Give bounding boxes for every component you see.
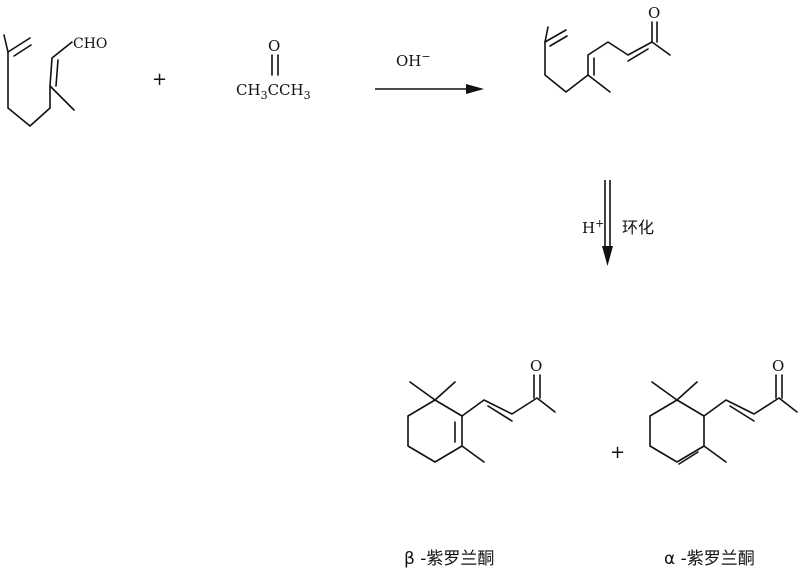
alpha-ionone-name: α -紫罗兰酮 [664, 549, 755, 569]
reaction-arrow-2 [602, 180, 613, 266]
step2-reagent: H+ [582, 217, 604, 237]
beta-ionone-oxygen: O [530, 357, 542, 375]
alpha-ionone-oxygen: O [772, 357, 784, 375]
pseudoionone-oxygen: O [648, 4, 660, 22]
step2-condition: 环化 [622, 218, 654, 237]
pseudoionone-structure [544, 21, 671, 93]
plus-sign-2: + [610, 442, 625, 463]
beta-ionone-structure [407, 374, 556, 463]
beta-ionone-name: β -紫罗兰酮 [404, 549, 494, 569]
reaction-arrow-1 [375, 84, 484, 94]
citral-cho-label: CHO [73, 36, 107, 52]
citral-structure [3, 34, 75, 127]
acetone-structure [271, 54, 279, 76]
acetone-formula: CH3CCH3 [236, 81, 311, 102]
plus-sign-1: + [152, 69, 167, 90]
step1-reagent: OH− [396, 50, 431, 70]
acetone-oxygen: O [268, 37, 280, 55]
alpha-ionone-structure [649, 374, 798, 465]
